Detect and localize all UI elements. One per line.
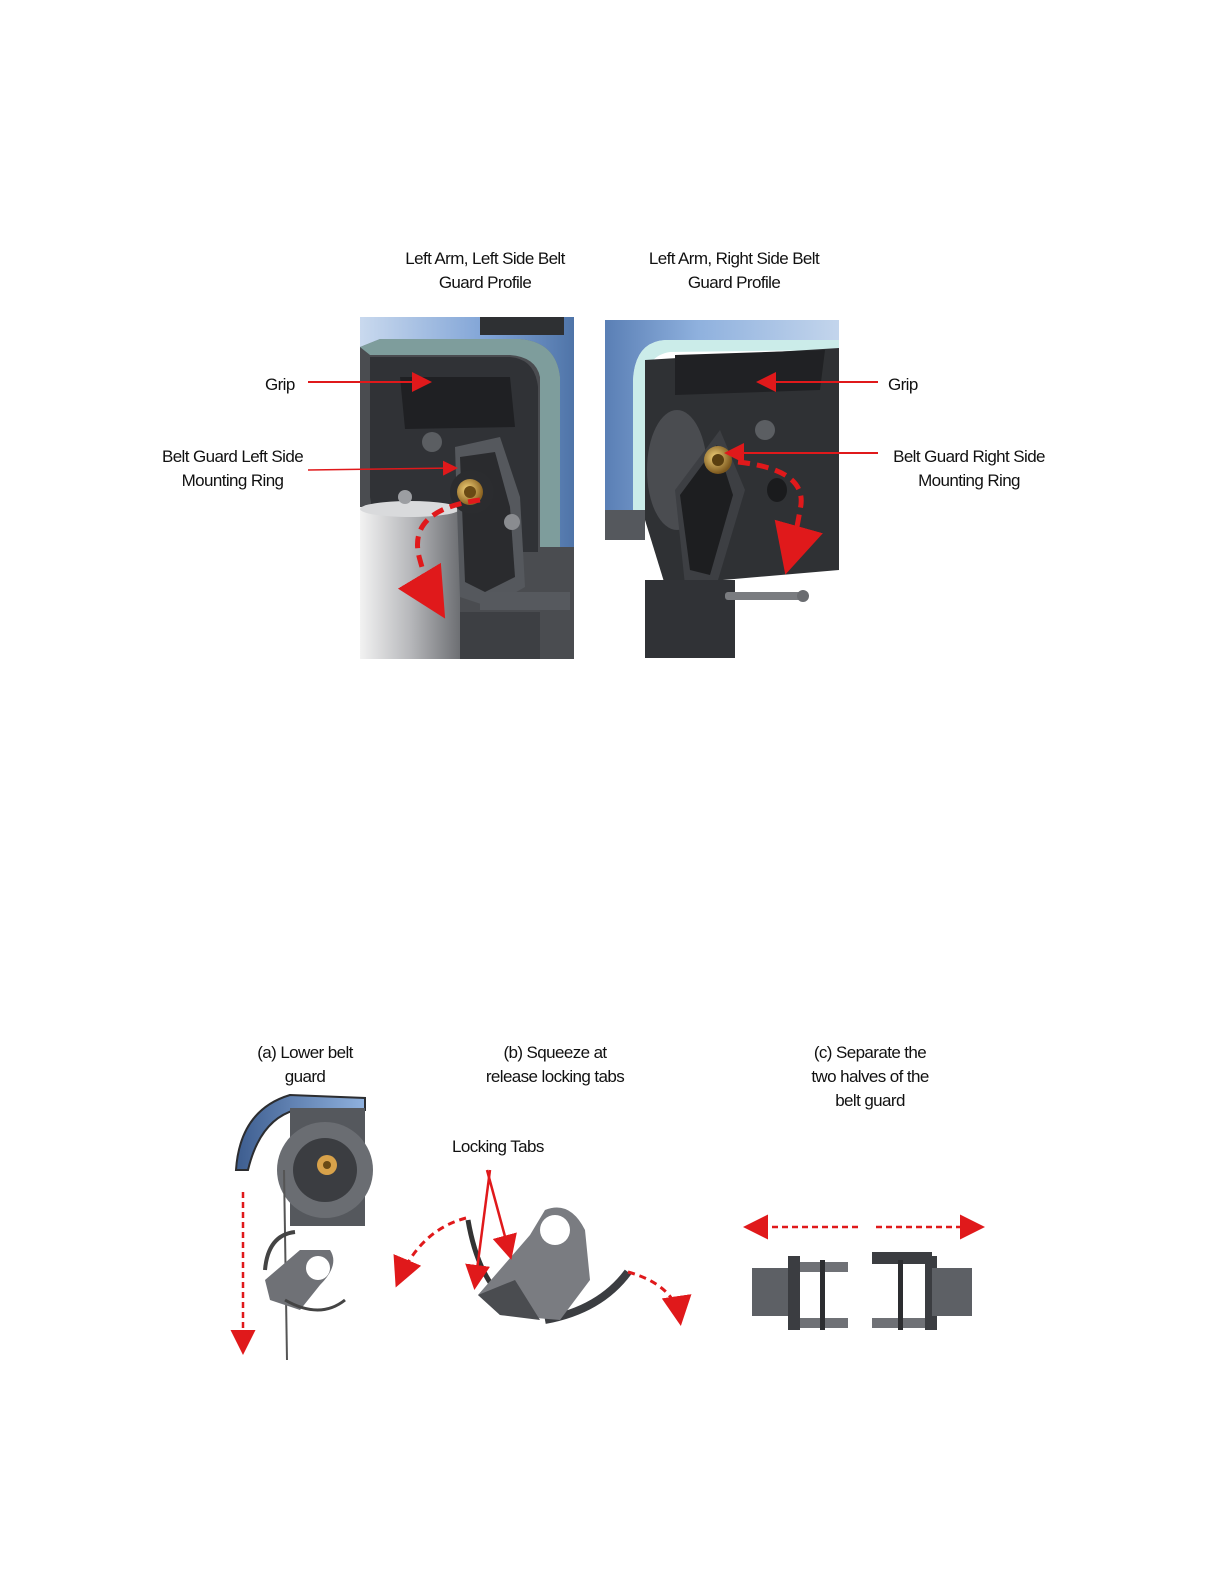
right-ring-label-line2: Mounting Ring bbox=[885, 469, 1053, 493]
right-ring-label-line1: Belt Guard Right Side bbox=[885, 445, 1053, 469]
figure2-illustrations bbox=[0, 1080, 1224, 1380]
left-ring-label-line1: Belt Guard Left Side bbox=[150, 445, 315, 469]
step-b-left-rotate-arrow bbox=[398, 1218, 466, 1282]
right-grip-label: Grip bbox=[888, 373, 918, 397]
step-b-tab-arrow-1 bbox=[487, 1170, 510, 1255]
left-ring-label: Belt Guard Left Side Mounting Ring bbox=[150, 445, 315, 493]
left-ring-label-line2: Mounting Ring bbox=[150, 469, 315, 493]
left-rotate-arrow bbox=[418, 500, 481, 610]
step-a-illustration bbox=[236, 1095, 373, 1360]
step-a-caption-line1: (a) Lower belt bbox=[240, 1041, 370, 1065]
right-rotate-arrow bbox=[738, 462, 801, 565]
step-b-right-rotate-arrow bbox=[628, 1272, 680, 1320]
figure1-callout-arrows bbox=[0, 0, 1224, 700]
step-c-illustration bbox=[748, 1227, 980, 1330]
right-ring-label: Belt Guard Right Side Mounting Ring bbox=[885, 445, 1053, 493]
step-c-caption-line1: (c) Separate the bbox=[790, 1041, 950, 1065]
left-ring-arrow bbox=[308, 468, 455, 470]
step-b-illustration bbox=[398, 1170, 680, 1320]
step-b-caption-line1: (b) Squeeze at bbox=[470, 1041, 640, 1065]
left-grip-label: Grip bbox=[265, 373, 295, 397]
